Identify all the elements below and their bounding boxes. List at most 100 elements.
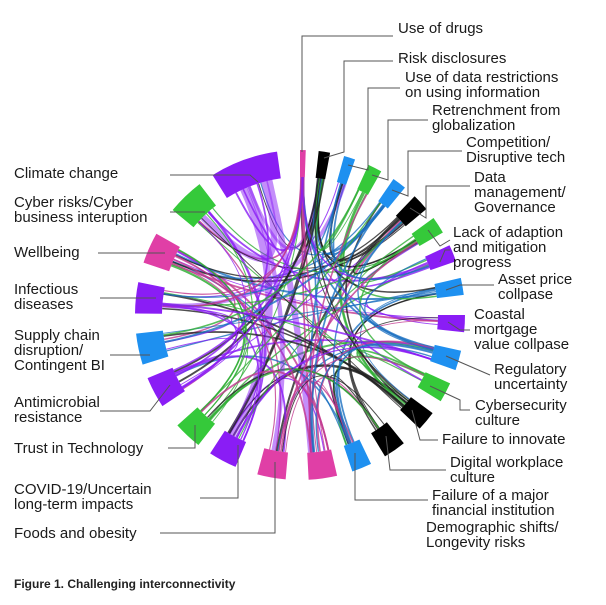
segment-20 xyxy=(136,330,169,365)
chord-link xyxy=(228,187,273,437)
chord-link xyxy=(314,178,409,402)
segment-0 xyxy=(300,150,306,178)
chord-link xyxy=(312,380,352,453)
chord-link xyxy=(278,320,438,452)
chord-link xyxy=(171,264,245,412)
leader-line xyxy=(301,35,393,152)
label-line: COVID-19/Uncertain xyxy=(14,481,152,498)
label-line: Disruptive tech xyxy=(466,149,566,166)
leader-line xyxy=(371,119,428,181)
segment-13 xyxy=(371,422,404,457)
leader-line xyxy=(445,284,494,291)
segment-18 xyxy=(177,407,216,446)
leader-line xyxy=(100,384,171,412)
chord-link xyxy=(228,178,325,434)
label-line: Trust in Technology xyxy=(14,440,144,457)
label-wellbeing: Wellbeing xyxy=(14,245,80,260)
label-line: financial institution xyxy=(432,502,555,519)
label-line: Longevity risks xyxy=(426,534,526,551)
chord-link xyxy=(200,370,330,451)
chord-link xyxy=(208,368,380,429)
figure-caption: Figure 1. Challenging interconnectivity xyxy=(14,577,236,591)
label-failure-innovate: Failure to innovate xyxy=(442,432,565,447)
chord-link xyxy=(359,238,425,376)
label-line: Governance xyxy=(474,199,556,216)
leader-lines xyxy=(98,35,494,534)
segment-5 xyxy=(395,196,427,227)
chord-link xyxy=(175,183,270,377)
leader-line xyxy=(354,453,428,501)
chord-segments xyxy=(135,150,465,480)
chord-links xyxy=(162,176,438,453)
chord-link xyxy=(164,205,386,343)
label-line: uncertainty xyxy=(494,376,568,393)
label-line: Infectious xyxy=(14,281,79,298)
leader-line xyxy=(168,425,196,449)
chord-link xyxy=(266,179,315,453)
label-line: Supply chain xyxy=(14,327,100,344)
segment-4 xyxy=(378,179,405,209)
leader-line xyxy=(445,355,491,376)
label-line: Data xyxy=(474,169,506,186)
chord-link xyxy=(285,356,425,453)
label-line: Digital workplace xyxy=(450,454,564,471)
chord-link xyxy=(163,189,360,336)
label-line: Use of data restrictions xyxy=(405,69,559,86)
segment-15 xyxy=(307,449,338,480)
segment-3 xyxy=(357,164,382,195)
label-line: Foods and obesity xyxy=(14,525,137,542)
leader-line xyxy=(323,60,393,159)
label-risk-disclosures: Risk disclosures xyxy=(398,51,506,66)
label-foods: Foods and obesity xyxy=(14,526,137,541)
segment-7 xyxy=(425,245,457,271)
chord-link xyxy=(343,192,437,300)
label-line: Failure of a major xyxy=(432,487,549,504)
leader-line xyxy=(200,445,239,499)
label-line: culture xyxy=(475,412,521,429)
segment-10 xyxy=(430,344,462,371)
chord-link xyxy=(352,217,418,275)
label-line: long-term impacts xyxy=(14,496,134,513)
segment-19 xyxy=(147,367,185,407)
label-climate: Climate change xyxy=(14,166,118,181)
label-line: Cyber risks/Cyber xyxy=(14,194,134,211)
label-line: Lack of adaption xyxy=(453,224,564,241)
label-use-of-drugs: Use of drugs xyxy=(398,21,483,36)
chord-link xyxy=(162,302,432,361)
label-line: mortgage xyxy=(474,321,538,338)
label-line: Failure to innovate xyxy=(442,431,566,448)
label-line: Regulatory xyxy=(494,361,567,378)
chord-link xyxy=(360,287,436,400)
label-competition: Competition/Disruptive tech xyxy=(466,135,565,165)
label-line: Risk disclosures xyxy=(398,50,507,67)
segment-8 xyxy=(434,277,464,299)
chord-link xyxy=(171,262,240,390)
chord-link xyxy=(178,178,320,383)
leader-line xyxy=(411,409,438,441)
segment-12 xyxy=(400,397,433,429)
label-line: disruption/ xyxy=(14,342,84,359)
label-line: collpase xyxy=(498,286,554,303)
leader-line xyxy=(170,174,259,183)
label-line: business interuption xyxy=(14,209,148,226)
chord-link xyxy=(181,177,304,388)
chord-link xyxy=(308,193,368,453)
label-line: and mitigation xyxy=(453,239,547,256)
chord-link xyxy=(162,307,405,407)
segment-17 xyxy=(210,430,247,467)
chord-link xyxy=(200,202,381,412)
label-line: Use of drugs xyxy=(398,20,484,37)
